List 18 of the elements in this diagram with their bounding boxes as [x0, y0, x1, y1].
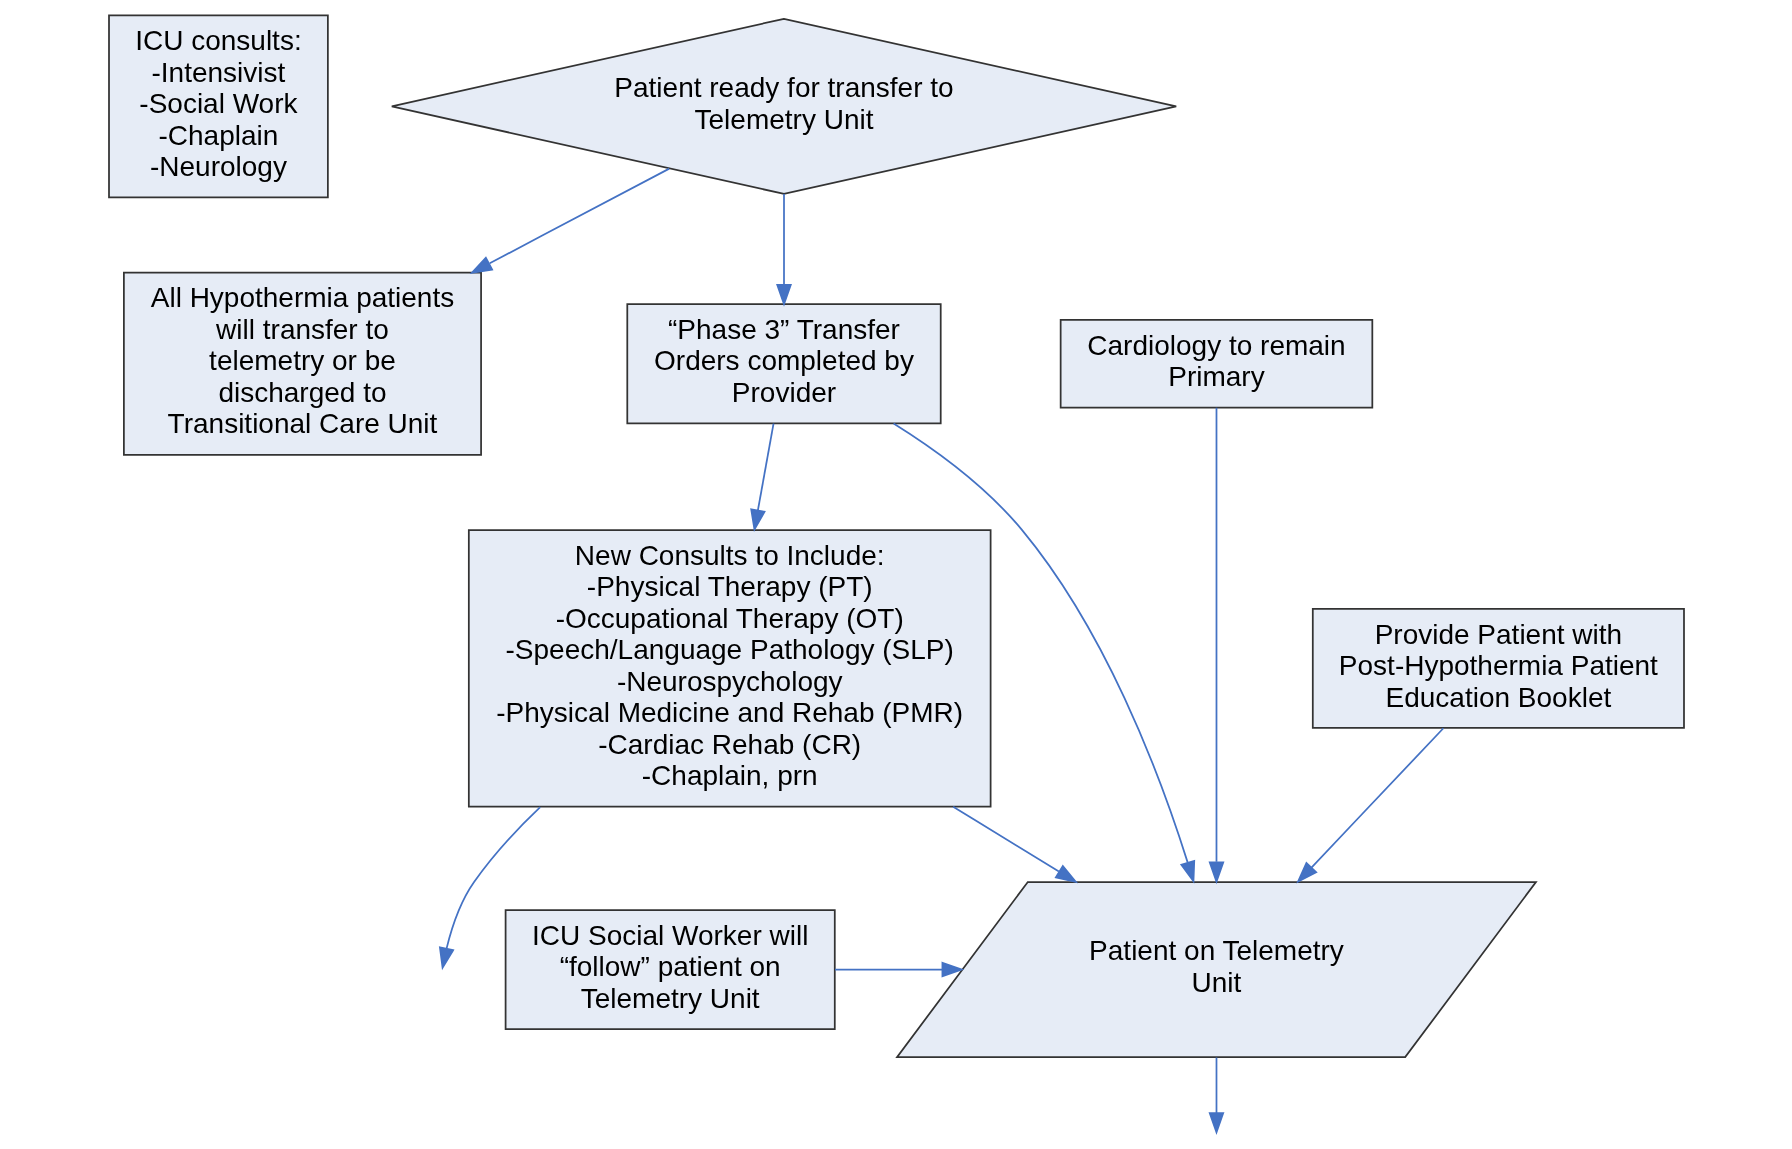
arrow	[1208, 407, 1224, 885]
arrow	[438, 806, 541, 971]
node-box: All Hypothermia patients will transfer to telemetry or be discharged to Transitional Care Unit	[122, 271, 482, 456]
arrow	[951, 805, 1078, 884]
arrow	[833, 961, 964, 978]
arrow	[469, 167, 670, 274]
node-box: Provide Patient with Post-Hypothermia Patient Education Booklet	[1311, 608, 1685, 729]
arrow	[749, 422, 774, 533]
arrow	[1295, 727, 1444, 884]
node-diamond: Patient ready for transfer to Telemetry Unit	[390, 17, 1177, 195]
node-box: “Phase 3” Transfer Orders completed by Provider	[625, 303, 942, 425]
node-box: ICU Social Worker will “follow” patient on Telemetry Unit	[504, 909, 836, 1030]
node-box: ICU consults: -Intensivist -Social Work -Chaplain -Neurology	[107, 14, 329, 199]
arrow	[775, 193, 792, 307]
node-box: New Consults to Include: -Physical Therapy (PT) -Occupational Therapy (OT) -Speech/Language Pathology (SLP) -Neurospychology -Physical Medicine and Rehab (PMR) -Cardiac Rehab (CR) -Chaplain, prn	[467, 529, 991, 808]
arrow	[1208, 1056, 1224, 1135]
arrow	[892, 422, 1195, 884]
node-box: Cardiology to remain Primary	[1059, 319, 1373, 409]
